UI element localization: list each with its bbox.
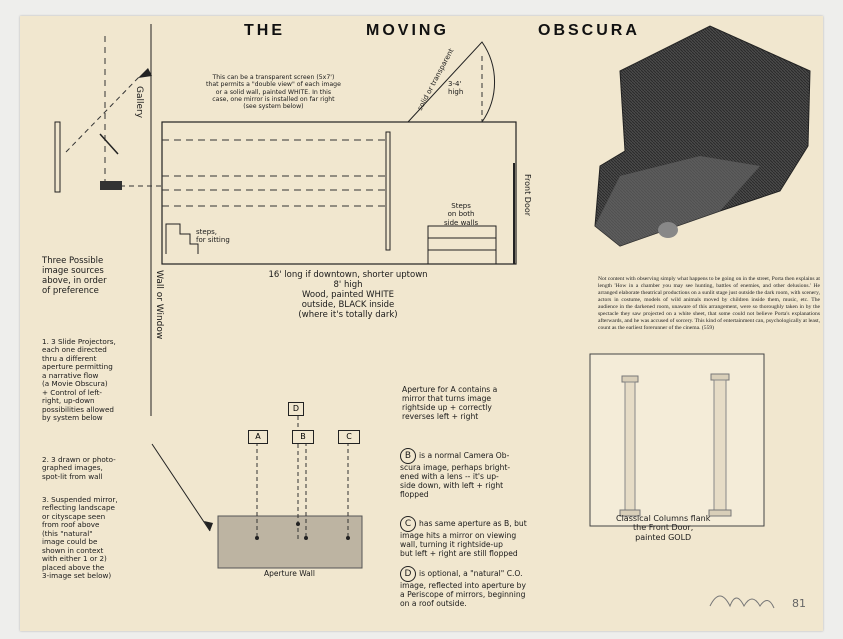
plan-drawing [54, 24, 765, 569]
drawing-sheet: THE MOVING OBSCURA [20, 16, 823, 631]
steps-right [427, 225, 497, 265]
aperture-c-box: C [338, 430, 360, 444]
aperture-d-box: D [288, 402, 304, 416]
columns-frame [589, 353, 765, 527]
label-aperture-wall: Aperture Wall [264, 569, 315, 578]
projector-shape [100, 181, 122, 190]
screen-line [385, 131, 391, 251]
title-obscura: OBSCURA [538, 22, 640, 39]
left-screen [54, 121, 61, 193]
camera-obscura-photo [594, 25, 811, 247]
sources-heading: Three Possible image sources above, in o… [42, 256, 107, 297]
note-screen: This can be a transparent screen (5x7') … [206, 74, 341, 111]
title-the: THE [244, 22, 285, 39]
aperture-a-box: A [248, 430, 268, 444]
mirror-wedge [138, 68, 152, 78]
label-high: 3-4' high [448, 80, 464, 97]
source-1: 1. 3 Slide Projectors, each one directed… [42, 337, 116, 423]
label-steps-both: Steps on both side walls [444, 202, 479, 227]
fan-shape [406, 41, 495, 123]
room-outline [161, 121, 517, 265]
photo-caption: Not content with observing simply what h… [598, 276, 820, 331]
aperture-a-note: Aperture for A contains a mirror that tu… [402, 385, 498, 421]
label-steps-sitting: steps, for sitting [196, 228, 230, 245]
dimensions-note: 16' long if downtown, shorter uptown 8' … [268, 270, 428, 321]
title-moving: MOVING [366, 22, 449, 39]
signature-year: 81 [792, 597, 806, 610]
signature-scribble [709, 595, 775, 609]
aperture-b-box: B [292, 430, 314, 444]
source-3: 3. Suspended mirror, reflecting landscap… [42, 495, 118, 581]
steps-left [165, 223, 199, 254]
aperture-wall [217, 515, 363, 569]
columns-caption: Classical Columns flank the Front Door, … [616, 514, 711, 542]
source-2: 2. 3 drawn or photo- graphed images, spo… [42, 455, 116, 481]
